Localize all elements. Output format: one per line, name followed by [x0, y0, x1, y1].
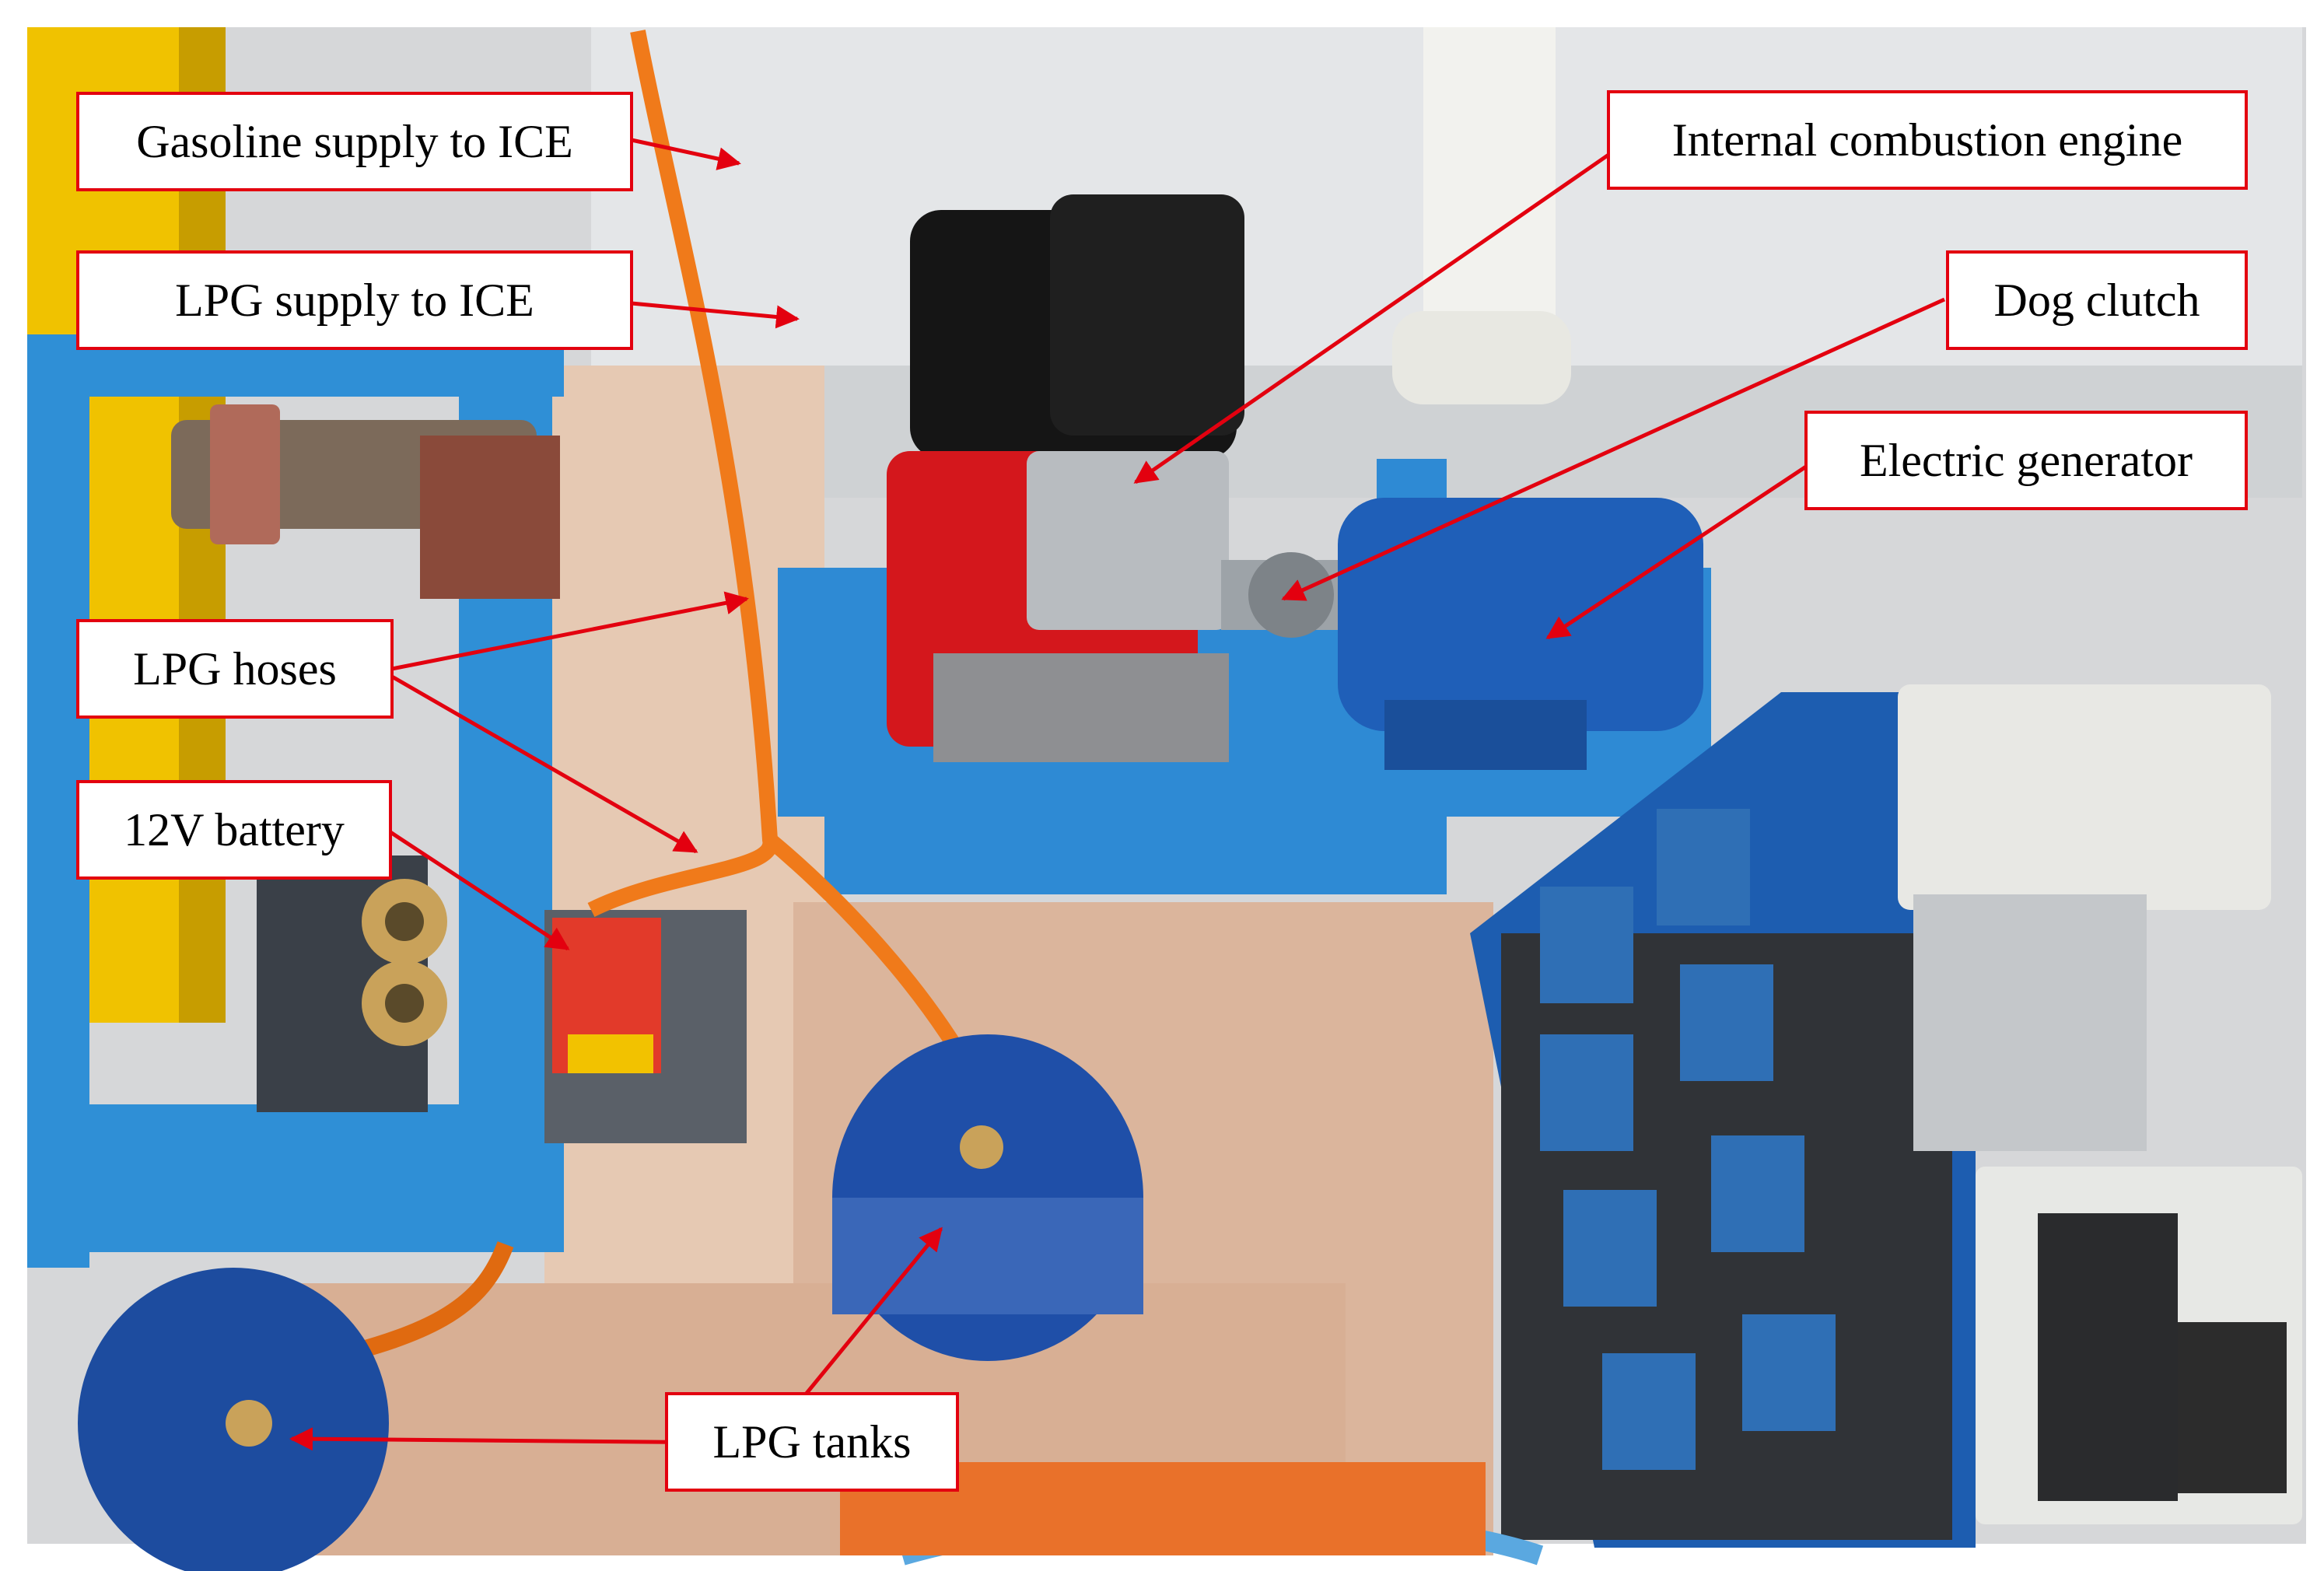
label-dog-clutch: Dog clutch [1946, 250, 2248, 350]
label-lpg-hoses: LPG hoses [76, 619, 394, 719]
label-gasoline-supply: Gasoline supply to ICE [76, 92, 633, 191]
label-internal-combustion-engine: Internal combustion engine [1607, 90, 2248, 190]
label-lpg-tanks: LPG tanks [665, 1392, 959, 1492]
label-12v-battery: 12V battery [76, 780, 392, 880]
label-lpg-supply: LPG supply to ICE [76, 250, 633, 350]
label-electric-generator: Electric generator [1804, 411, 2248, 510]
